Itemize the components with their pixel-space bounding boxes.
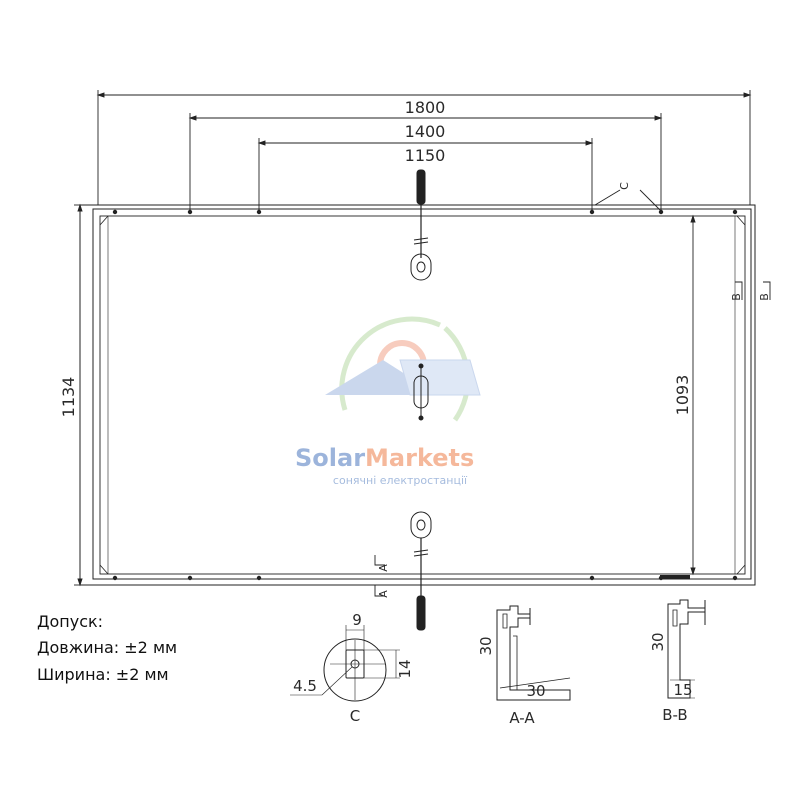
dimension-1134-line [74, 203, 83, 587]
section-aa-width-label: 30 [526, 682, 545, 700]
watermark-brand-solar: Solar [295, 444, 365, 472]
section-aa-drawing [496, 605, 571, 701]
section-bb-caption: B-B [662, 706, 687, 724]
detail-c-height-label: 14 [396, 659, 414, 678]
section-letter-a-top: A [377, 564, 390, 572]
section-bb-width-label: 15 [673, 681, 692, 699]
section-marker-c [594, 189, 661, 211]
watermark-brand-markets: Markets [365, 444, 474, 472]
mounting-holes [112, 209, 738, 581]
dimension-1800-label: 1800 [405, 98, 446, 117]
tolerance-length: Довжина: ±2 мм [37, 638, 178, 657]
tolerance-width: Ширина: ±2 мм [37, 665, 169, 684]
dimension-1093-label: 1093 [673, 375, 692, 416]
watermark-logo [325, 316, 481, 422]
watermark-subtitle: сонячні електростанції [333, 474, 468, 487]
section-aa-height-label: 30 [477, 636, 495, 655]
detail-c-drawing [290, 625, 400, 702]
dimension-1400-label: 1400 [405, 122, 446, 141]
dimension-1800-line [96, 90, 752, 205]
dimension-1150-line [257, 138, 594, 212]
detail-c-caption: C [350, 707, 360, 725]
section-letter-c: C [618, 182, 631, 190]
section-marker-a [374, 555, 385, 597]
tolerance-heading: Допуск: [37, 612, 104, 631]
section-aa-caption: A-A [509, 709, 535, 727]
section-bb-drawing [667, 599, 706, 699]
svg-text:SolarMarkets: SolarMarkets [295, 444, 474, 472]
dimension-1400-line [188, 113, 663, 212]
section-letter-b-right: B [758, 293, 771, 301]
section-letter-a-bottom: A [377, 590, 390, 598]
module-frame [79, 204, 756, 586]
cable-assembly [410, 169, 432, 631]
detail-c-diameter-label: 4.5 [293, 677, 317, 695]
dimension-1134-label: 1134 [59, 377, 78, 418]
section-marker-b [735, 281, 771, 300]
section-bb-height-label: 30 [649, 632, 667, 651]
dimension-1093-line [690, 214, 696, 576]
detail-c-width-label: 9 [352, 611, 362, 629]
junction-box [413, 363, 429, 421]
section-letter-b-left: B [730, 293, 743, 301]
dimension-1150-label: 1150 [405, 146, 446, 165]
